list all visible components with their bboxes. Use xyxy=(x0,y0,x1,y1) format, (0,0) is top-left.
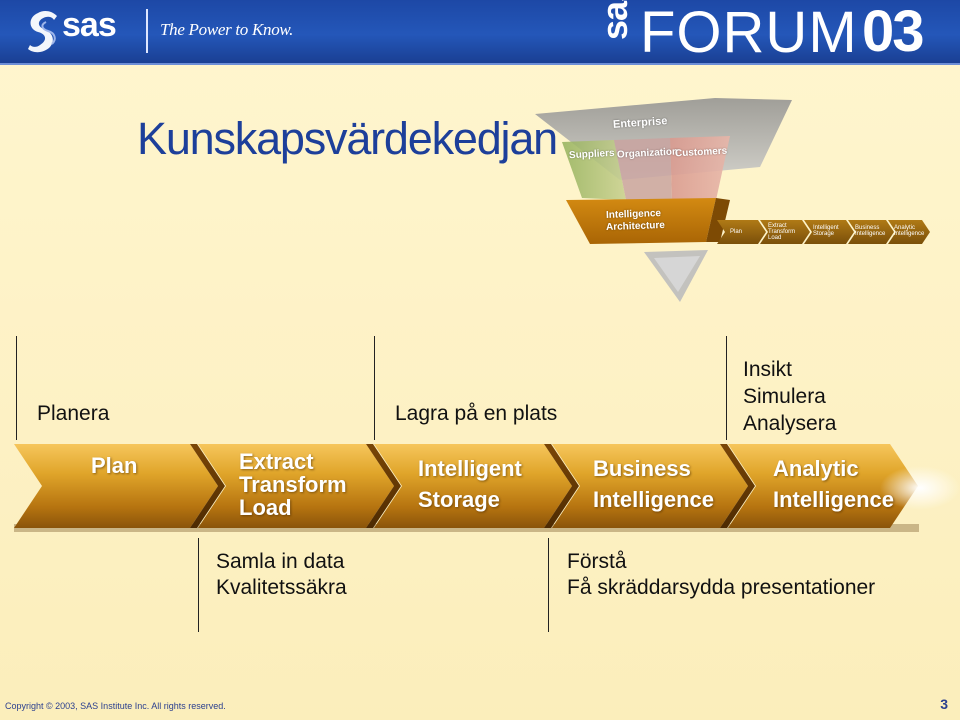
chevron-business xyxy=(552,444,755,528)
mini-chip-plan: Plan xyxy=(730,229,743,235)
forum-sas-prefix: sas xyxy=(594,0,635,40)
divider-line-planera xyxy=(16,336,17,440)
divider-line-samla xyxy=(198,538,199,632)
chevron-plan xyxy=(14,444,225,528)
pyramid-shape xyxy=(535,98,930,302)
label-insikt: Insikt xyxy=(743,358,793,381)
label-simulera: Simulera xyxy=(743,385,826,408)
forum-year: 03 xyxy=(862,0,924,64)
page-number: 3 xyxy=(940,696,948,712)
header-bar: sas The Power to Know. sas FORUM 03 xyxy=(0,0,960,65)
pyramid-architecture-label-2: Architecture xyxy=(605,219,666,234)
label-planera: Planera xyxy=(37,402,110,425)
chevron-analytic xyxy=(728,444,918,528)
value-chain-band: Plan Extract Transform Load Intelligent … xyxy=(0,440,960,540)
chevron-storage xyxy=(374,444,579,528)
chain-label-intelligent: Intelligent xyxy=(418,456,522,481)
chevron-etl xyxy=(198,444,401,528)
divider-line-lagra xyxy=(374,336,375,440)
chain-label-analytic: Analytic xyxy=(773,456,859,481)
chain-label-storage: Storage xyxy=(418,487,500,512)
divider-line-insikt xyxy=(726,336,727,440)
label-lagra: Lagra på en plats xyxy=(395,402,558,425)
chain-label-load: Load xyxy=(239,495,292,520)
label-presentationer: Få skräddarsydda presentationer xyxy=(567,576,876,599)
label-forsta: Förstå xyxy=(567,550,627,573)
page-title: Kunskapsvärdekedjan xyxy=(137,113,558,164)
divider-line-forsta xyxy=(548,538,549,632)
pyramid-architecture-label-1: Intelligence xyxy=(605,208,662,221)
copyright-text: Copyright © 2003, SAS Institute Inc. All… xyxy=(5,701,226,711)
label-samla: Samla in data xyxy=(216,550,345,573)
chain-label-transform: Transform xyxy=(239,472,347,497)
chain-label-analytic-intelligence: Intelligence xyxy=(773,487,895,512)
label-kvalitet: Kvalitetssäkra xyxy=(216,576,347,599)
label-analysera: Analysera xyxy=(743,412,837,435)
chain-label-business: Business xyxy=(593,456,691,481)
chain-label-plan: Plan xyxy=(91,453,138,478)
mini-chip-ai: Analytic Intelligence xyxy=(894,225,925,237)
tagline: The Power to Know. xyxy=(160,20,294,39)
mini-chip-etl: Extract Transform Load xyxy=(768,223,796,241)
mini-chip-storage: Intelligent Storage xyxy=(813,225,839,237)
mini-chip-bi: Business Intelligence xyxy=(855,225,886,237)
chain-label-business-intelligence: Intelligence xyxy=(593,487,715,512)
chain-label-extract: Extract xyxy=(239,449,314,474)
sas-logo-icon xyxy=(28,11,57,53)
chevron-shapes xyxy=(14,444,960,532)
sas-logo-text: sas xyxy=(62,6,117,44)
forum-word: FORUM xyxy=(640,0,858,65)
pyramid-graphic: Enterprise Suppliers Organization Custom… xyxy=(530,92,930,307)
header-divider xyxy=(146,9,148,53)
